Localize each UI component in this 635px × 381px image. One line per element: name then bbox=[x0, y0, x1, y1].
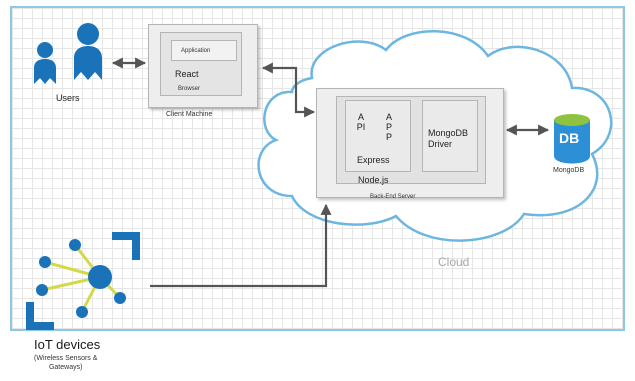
nodejs-label: Node.js bbox=[358, 175, 389, 185]
backend-server-label: Back-End Server bbox=[370, 194, 416, 200]
iot-server-connector bbox=[150, 203, 332, 288]
iot-devices-subtitle: (Wireless Sensors & Gateways) bbox=[34, 355, 98, 371]
client-machine-label: Client Machine bbox=[166, 111, 213, 118]
express-box bbox=[345, 100, 411, 172]
mongodb-driver-box bbox=[422, 100, 478, 172]
mongodb-driver-label: MongoDB Driver bbox=[428, 128, 469, 149]
client-server-connector bbox=[261, 62, 316, 118]
database-icon bbox=[554, 114, 590, 164]
iot-devices-title: IoT devices bbox=[34, 337, 101, 352]
users-label: Users bbox=[56, 93, 80, 103]
connectors bbox=[111, 57, 550, 288]
db-badge: DB bbox=[559, 130, 580, 146]
mongodb-label: MongoDB bbox=[553, 167, 585, 174]
app-label: APP bbox=[385, 112, 392, 142]
application-label: Application bbox=[181, 48, 211, 54]
api-label: API bbox=[356, 112, 366, 132]
iot-network-icon bbox=[26, 232, 140, 330]
cloud-label: Cloud bbox=[438, 255, 470, 269]
users-icon bbox=[34, 23, 102, 84]
express-label: Express bbox=[357, 155, 390, 165]
browser-label: Browser bbox=[178, 86, 201, 92]
react-label: React bbox=[175, 69, 199, 79]
application-box bbox=[171, 40, 237, 61]
